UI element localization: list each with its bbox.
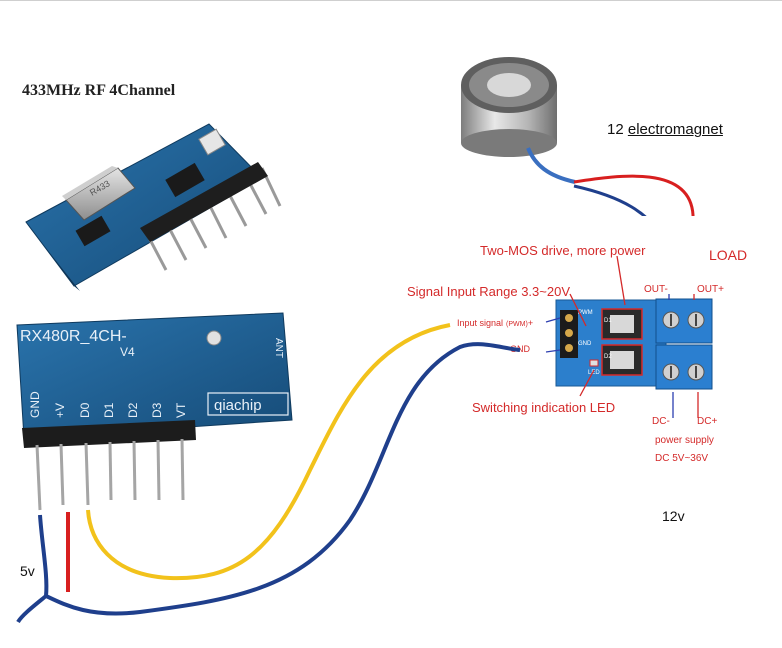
pin-label-v: +V (53, 403, 67, 418)
power-supply-label: power supply (655, 435, 714, 446)
input-pwm-text: (PWM) (506, 321, 528, 328)
learn-button (198, 128, 226, 156)
blue-gnd-wire-left (16, 514, 49, 624)
switching-led (589, 359, 599, 367)
two-mos-label: Two-MOS drive, more power (480, 243, 646, 258)
electromagnet-label: 12 electromagnet (607, 121, 723, 138)
crystal-oscillator: R433 (62, 166, 136, 221)
pin-label-d1: D1 (102, 402, 116, 418)
input-signal-label: Input signal(PWM)+ (457, 318, 533, 328)
screw-terminals (655, 298, 713, 390)
pin-label-d3: D3 (150, 402, 164, 418)
module-header-pins (35, 438, 185, 511)
rf-receiver-title: 433MHz RF 4Channel (22, 82, 176, 99)
load-label: LOAD (709, 247, 747, 263)
out-minus-label: OUT- (644, 284, 668, 295)
dc-range-label: DC 5V~36V (655, 453, 708, 464)
rf-receiver-board-top: R433 (25, 123, 282, 291)
rx480r-module: RX480R_4CH- V4 ANT qiachip GND +V D0 D1 … (16, 312, 293, 511)
pcb-label-d1: D1 (604, 318, 612, 324)
brand-box (207, 392, 289, 416)
module-brand: qiachip (214, 397, 262, 414)
input-plus-text: + (528, 318, 533, 328)
mosfet-1 (601, 308, 643, 340)
signal-range-label: Signal Input Range 3.3~20V (407, 284, 570, 299)
pin-label-d0: D0 (78, 402, 92, 418)
yellow-signal-wire (86, 323, 451, 581)
module-model: RX480R_4CH- (20, 328, 127, 345)
supply-12v-label: 12v (662, 508, 685, 524)
module-ant: ANT (273, 338, 284, 358)
rf-chip-1 (75, 215, 111, 247)
pin-label-gnd: GND (28, 391, 42, 418)
pin-label-d2: D2 (126, 402, 140, 418)
module-header-block (22, 420, 196, 448)
pcb-label-pwm: PWM (578, 310, 593, 316)
signal-wires (16, 323, 521, 624)
top-border (0, 0, 782, 1)
out-plus-label: OUT+ (697, 284, 724, 295)
pcb-label-gnd: GND (578, 341, 592, 347)
blue-gnd-wire (45, 342, 521, 616)
dc-minus-label: DC- (652, 416, 670, 427)
pcb-label-d2: D2 (604, 354, 612, 360)
electromagnet-link[interactable]: electromagnet (627, 121, 723, 138)
switching-led-label: Switching indication LED (472, 400, 615, 415)
rf-chip-2 (165, 162, 205, 198)
mos-annotation-arrows (545, 255, 699, 418)
pcb-label-led: LED (588, 370, 600, 376)
gnd-label: GND (510, 344, 531, 354)
mosfet-2 (601, 344, 643, 376)
mos-board: PWM GND LED D1 D2 (555, 298, 713, 390)
pin-label-vt: VT (174, 402, 188, 418)
top-header-block (140, 162, 268, 242)
supply-5v-label: 5v (20, 563, 35, 579)
electromagnet (461, 57, 576, 184)
dc-plus-label: DC+ (697, 416, 717, 427)
electromagnet-label-prefix: 12 (607, 121, 628, 138)
input-signal-text: Input signal (457, 318, 503, 328)
module-version: V4 (120, 345, 135, 359)
